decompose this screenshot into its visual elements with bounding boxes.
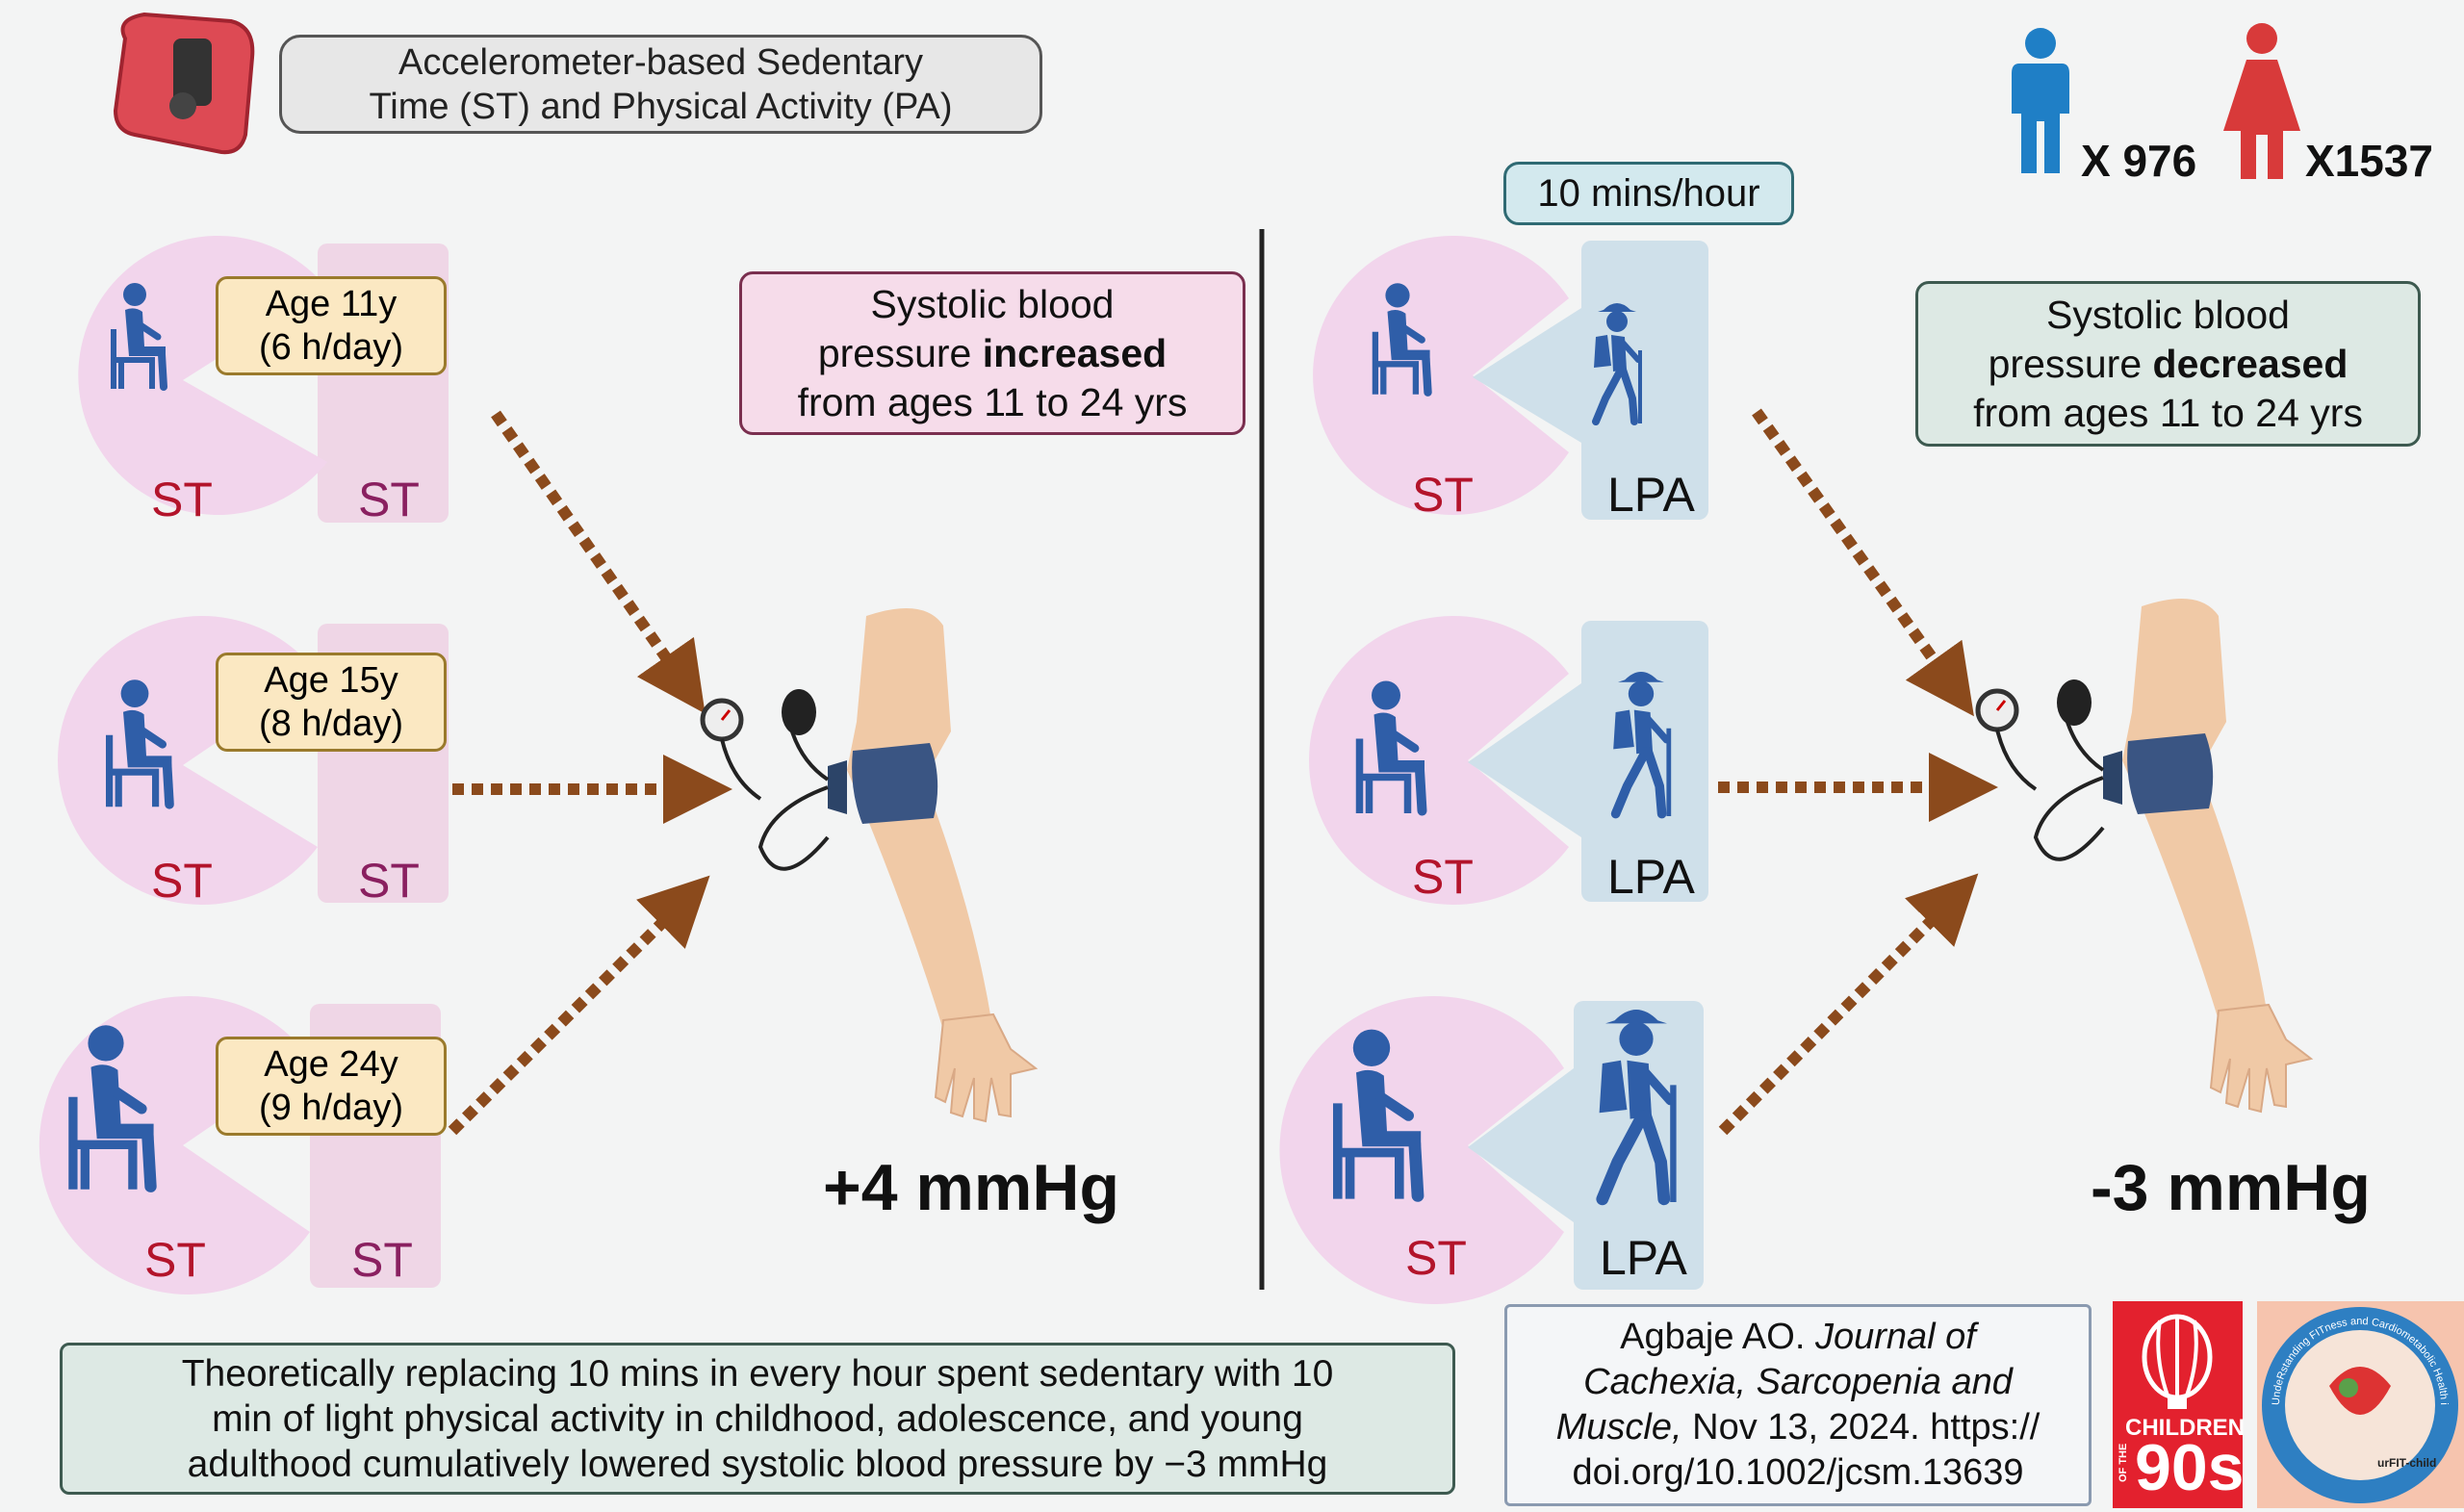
children90s-of-text: OF THE [2118, 1443, 2129, 1482]
st-label-rl1: ST [1412, 468, 1474, 522]
arrow-r3 [1718, 873, 1979, 1136]
result-box-decreased: Systolic blood pressure decreased from a… [1915, 281, 2421, 447]
st-label-r3: ST [351, 1233, 413, 1287]
lpa-label-3: LPA [1600, 1231, 1687, 1285]
st-label-rl3: ST [1405, 1231, 1467, 1285]
accelerometer-icon [113, 12, 255, 155]
result-r-line2-bold: decreased [2152, 341, 2348, 386]
conclusion-line1: Theoretically replacing 10 mins in every… [181, 1352, 1334, 1395]
blood-pressure-arm-icon [1978, 599, 2311, 1112]
lpa-label-1: LPA [1607, 468, 1695, 522]
result-line1: Systolic blood [870, 281, 1115, 326]
children90s-big-text: 90s [2135, 1431, 2245, 1504]
result-r-line2-pre: pressure [1988, 341, 2153, 386]
male-icon [2012, 28, 2069, 173]
st-pie-r3 [1279, 996, 1564, 1305]
male-count: X 976 [2081, 136, 2197, 186]
age-label-2: Age 15y [264, 659, 398, 701]
urfit-child-logo [2257, 1301, 2464, 1508]
header-title-line2: Time (ST) and Physical Activity (PA) [369, 86, 953, 127]
st-label-l2: ST [151, 854, 213, 908]
header-title-box: Accelerometer-based Sedentary Time (ST) … [279, 35, 1042, 134]
st-pie-r1 [1313, 236, 1569, 516]
arrow-1 [491, 410, 706, 714]
citation-journal-2: Cachexia, Sarcopenia and [1583, 1362, 2013, 1402]
header-title-line1: Accelerometer-based Sedentary [398, 41, 923, 83]
st-label-r2: ST [358, 854, 420, 908]
st-label-l1: ST [151, 473, 213, 526]
citation-author: Agbaje AO. [1620, 1317, 1815, 1357]
citation-journal-3: Muscle, [1555, 1407, 1682, 1448]
hours-label-2: (8 h/day) [259, 703, 403, 744]
children-of-90s-logo [2113, 1301, 2243, 1508]
st-label-r1: ST [358, 473, 420, 526]
result-r-line3: from ages 11 to 24 yrs [1973, 390, 2363, 435]
blood-pressure-arm-icon [703, 608, 1036, 1121]
citation-date: Nov 13, 2024. https:// [1681, 1407, 2040, 1448]
age-label-3: Age 24y [264, 1043, 398, 1085]
result-r-line1: Systolic blood [2046, 292, 2290, 337]
conclusion-box: Theoretically replacing 10 mins in every… [60, 1343, 1455, 1495]
female-count: X1537 [2305, 136, 2434, 186]
ten-min-tag: 10 mins/hour [1503, 162, 1794, 225]
age-box-3: Age 24y (9 h/day) [216, 1037, 447, 1136]
age-label-1: Age 11y [265, 283, 398, 324]
result-line2-bold: increased [982, 330, 1168, 375]
conclusion-line3: adulthood cumulatively lowered systolic … [187, 1443, 1328, 1485]
age-box-2: Age 15y (8 h/day) [216, 653, 447, 752]
female-icon [2223, 23, 2300, 179]
hours-label-1: (6 h/day) [259, 326, 403, 368]
urfit-mark: urFIT-child [2377, 1456, 2437, 1470]
lpa-label-2: LPA [1607, 850, 1695, 904]
result-line3: from ages 11 to 24 yrs [797, 379, 1188, 424]
result-line2-pre: pressure [817, 330, 983, 375]
delta-increase: +4 mmHg [823, 1151, 1119, 1224]
conclusion-line2: min of light physical activity in childh… [212, 1397, 1303, 1440]
arrow-r1 [1752, 408, 1974, 717]
children90s-top-text: CHILDREN [2125, 1415, 2245, 1441]
arrow-3 [448, 875, 710, 1136]
ten-min-tag-label: 10 mins/hour [1537, 171, 1760, 215]
st-label-rl2: ST [1412, 850, 1474, 904]
citation-doi: doi.org/10.1002/jcsm.13639 [1572, 1452, 2024, 1493]
delta-decrease: -3 mmHg [2091, 1151, 2371, 1224]
hours-label-3: (9 h/day) [259, 1087, 403, 1128]
st-label-l3: ST [144, 1233, 206, 1287]
citation-box: Agbaje AO. Journal of Cachexia, Sarcopen… [1504, 1304, 2092, 1506]
result-box-increased: Systolic blood pressure increased from a… [739, 271, 1245, 435]
age-box-1: Age 11y (6 h/day) [216, 276, 447, 375]
citation-journal-1: Journal of [1814, 1317, 1976, 1357]
